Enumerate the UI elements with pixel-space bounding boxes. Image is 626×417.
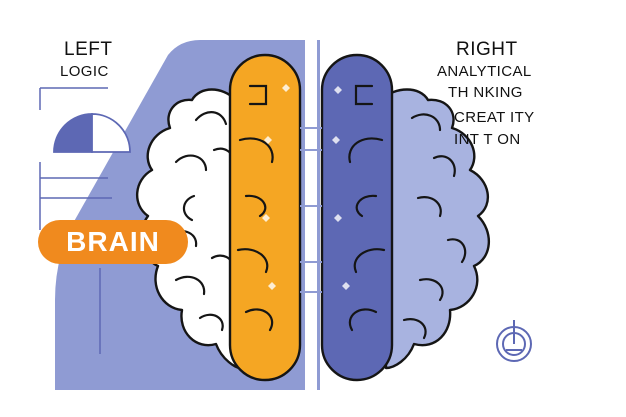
right-line-thinking: TH NKING — [448, 84, 523, 101]
power-button-icon — [496, 320, 532, 362]
right-line-analytical: ANALYTICAL — [437, 63, 532, 80]
right-heading: RIGHT — [456, 39, 518, 60]
right-hemisphere — [378, 88, 491, 370]
right-line-creativity: CREAT ITY — [454, 109, 535, 126]
hemisphere-divider — [305, 40, 317, 390]
divider-connectors — [300, 127, 322, 293]
right-hemisphere-folds — [402, 113, 467, 340]
left-heading: LEFT — [64, 39, 113, 60]
left-subheading: LOGIC — [60, 63, 109, 80]
right-center-lobe — [320, 53, 394, 382]
brain-badge: BRAIN — [38, 220, 188, 264]
left-frame-lines — [39, 87, 112, 354]
right-line-intuition: INT T ON — [454, 131, 521, 148]
left-hemisphere-folds — [166, 111, 234, 332]
sparkle-marks — [262, 84, 350, 290]
right-center-folds — [348, 84, 386, 332]
pie-chart-icon — [53, 113, 131, 153]
left-center-folds — [236, 84, 274, 332]
